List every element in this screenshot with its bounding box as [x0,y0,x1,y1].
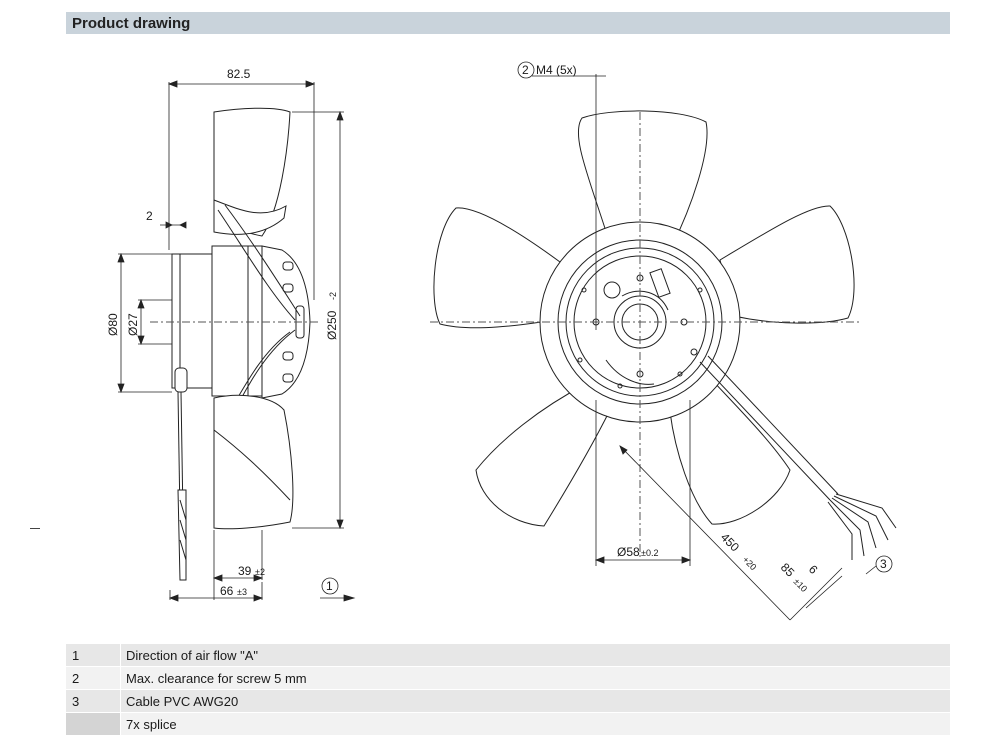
dim-6: 6 [806,562,821,577]
legend-number: 3 [66,690,121,712]
legend-text: Direction of air flow "A" [126,648,259,663]
legend-row: 1 Direction of air flow "A" [66,644,950,666]
dim-d58-tolerance: ±0.2 [641,548,658,558]
product-drawing: 82.5 2 Ø80 Ø27 Ø250 -2 39 ±2 66 ±3 1 [106,61,897,621]
screw-label: M4 (5x) [536,63,577,77]
legend-number [66,713,121,735]
fan-blades [433,110,855,527]
dim-39-tolerance: ±2 [255,567,265,577]
cable-wires [827,493,897,560]
blade-left [433,207,567,329]
blade-right [719,205,855,324]
callout-1: 1 [326,579,333,593]
callout-3: 3 [880,557,887,571]
side-cable-gland [174,367,188,393]
blade-lower-left [475,383,611,527]
dim-82-5: 82.5 [227,67,251,81]
front-view [430,110,897,560]
side-flange [171,253,213,389]
dim-2: 2 [146,209,153,223]
section-header: Product drawing [66,12,950,34]
front-cable [699,355,839,501]
dim-d27: Ø27 [126,313,140,336]
legend-text: 7x splice [126,717,177,732]
legend-number: 2 [66,667,121,689]
side-rotor [211,245,249,397]
dim-85: 85 [778,560,798,580]
dim-450: 450 [718,530,742,554]
callout-2: 2 [522,63,529,77]
legend-text: Max. clearance for screw 5 mm [126,671,307,686]
legend-row: 7x splice [66,713,950,735]
section-title: Product drawing [72,15,191,32]
side-dimensions [117,80,356,602]
rating-label [649,268,671,298]
legend-number: 1 [66,644,121,666]
dim-66: 66 [220,584,234,598]
dim-d250-tolerance: -2 [328,292,338,300]
dim-66-tolerance: ±3 [237,587,247,597]
legend-row: 3 Cable PVC AWG20 [66,690,950,712]
dim-450-tolerance: +20 [741,554,759,572]
blade-top [578,110,708,247]
dim-39: 39 [238,564,252,578]
side-lower-blade [213,394,294,530]
side-view [150,107,320,581]
dim-d80: Ø80 [106,313,120,336]
legend-row: 2 Max. clearance for screw 5 mm [66,667,950,689]
front-dimensions [517,61,893,621]
side-vent-slots [282,261,305,383]
legend-table: 1 Direction of air flow "A" 2 Max. clear… [66,644,950,736]
legend-text: Cable PVC AWG20 [126,694,239,709]
dim-85-tolerance: ±10 [792,576,810,594]
dim-d58: Ø58 [617,545,640,559]
blade-lower-right [669,379,791,525]
dim-d250: Ø250 [325,310,339,340]
margin-mark [30,528,40,529]
